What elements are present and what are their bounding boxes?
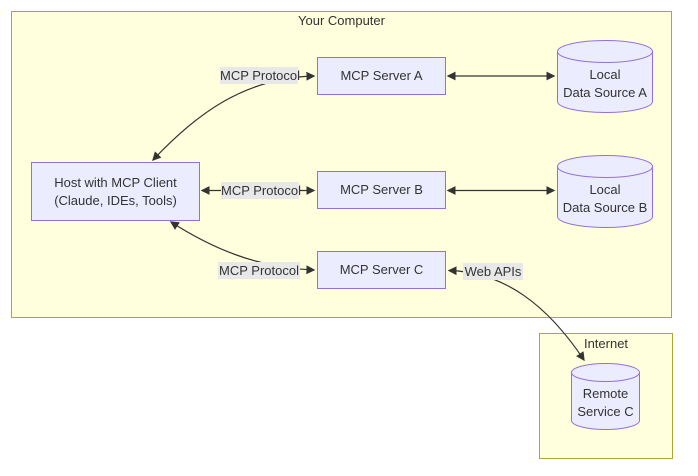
node-ds-a-line2: Data Source A bbox=[563, 84, 647, 100]
node-remote-line2: Service C bbox=[577, 403, 634, 419]
node-remote-service-c: Remote Service C bbox=[571, 363, 640, 430]
node-ds-a-line1: Local bbox=[589, 66, 621, 82]
edge-label-mcp-protocol-c: MCP Protocol bbox=[218, 262, 300, 279]
edge-label-web-apis: Web APIs bbox=[463, 263, 523, 280]
edge-label-mcp-protocol-b: MCP Protocol bbox=[221, 182, 301, 199]
cylinder-shape-a bbox=[557, 40, 653, 113]
cluster-internet-label: Internet bbox=[583, 336, 629, 351]
node-mcp-server-b: MCP Server B bbox=[317, 171, 446, 209]
node-mcp-server-a: MCP Server A bbox=[317, 57, 446, 95]
node-host-mcp-client: Host with MCP Client (Claude, IDEs, Tool… bbox=[31, 162, 200, 221]
cluster-your-computer-label: Your Computer bbox=[298, 13, 385, 28]
node-ds-b-line2: Data Source B bbox=[562, 199, 648, 215]
node-remote-line1: Remote bbox=[582, 385, 629, 401]
edge-label-mcp-protocol-a: MCP Protocol bbox=[220, 67, 300, 84]
cylinder-shape-remote bbox=[571, 363, 640, 430]
node-host-line1: Host with MCP Client bbox=[54, 174, 177, 190]
node-host-line2: (Claude, IDEs, Tools) bbox=[54, 192, 177, 208]
cylinder-shape-b bbox=[557, 155, 653, 228]
node-ds-b-line1: Local bbox=[589, 181, 621, 197]
node-local-data-source-a: Local Data Source A bbox=[557, 40, 653, 113]
node-local-data-source-b: Local Data Source B bbox=[557, 155, 653, 228]
node-mcp-server-c: MCP Server C bbox=[317, 251, 446, 289]
